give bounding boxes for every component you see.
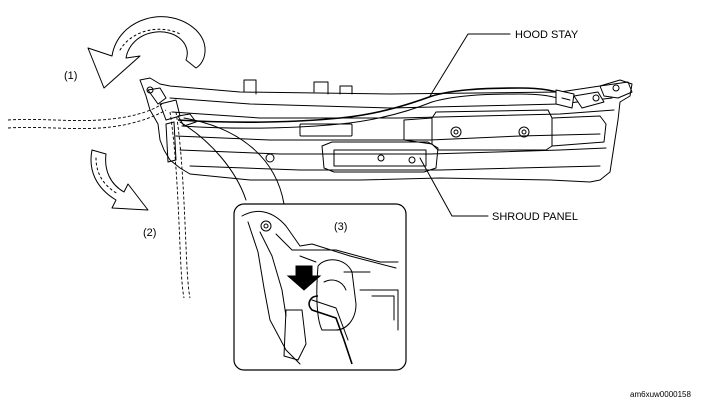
down-arrow-icon [286,265,322,291]
curved-arrow-down-icon [90,149,149,211]
curved-arrow-counterclockwise-icon [87,16,206,89]
step-2-label: (2) [143,227,156,239]
hood-stay-label: HOOD STAY [515,29,579,41]
step-1-label: (1) [64,70,77,82]
shroud-panel-leader [419,157,489,217]
hood-release-cable [7,103,191,299]
shroud-panel-label: SHROUD PANEL [492,211,578,223]
hood-stay-leader [429,33,511,97]
hood-stay [177,87,605,129]
detail-callout-leader [179,117,285,205]
figure-id: am6xuw0000158 [630,390,691,399]
shroud-panel [139,77,633,183]
detail-view [233,203,407,371]
step-3-label: (3) [334,221,347,233]
